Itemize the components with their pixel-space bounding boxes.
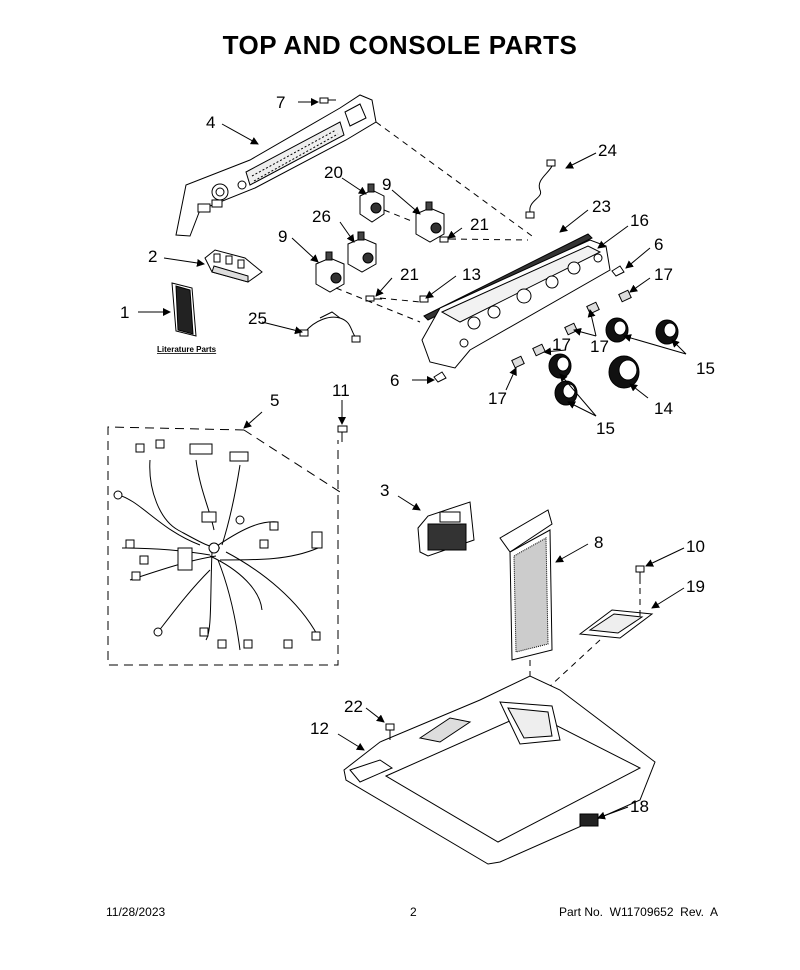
switch-20 bbox=[359, 183, 385, 223]
literature-parts-label: Literature Parts bbox=[157, 345, 217, 354]
callout-23: 23 bbox=[592, 197, 611, 216]
callout-17-mid: 17 bbox=[590, 337, 609, 356]
leader-arrows bbox=[138, 98, 687, 820]
callout-21-upper: 21 bbox=[470, 215, 489, 234]
switch-9-lower bbox=[315, 251, 345, 293]
callout-11: 11 bbox=[332, 381, 350, 400]
main-wire-harness bbox=[107, 426, 341, 666]
callout-13: 13 bbox=[462, 265, 481, 284]
callout-3: 3 bbox=[380, 481, 389, 500]
literature-booklet bbox=[171, 282, 197, 337]
switch-9-upper bbox=[415, 201, 445, 243]
control-board bbox=[417, 501, 475, 557]
callout-24: 24 bbox=[598, 141, 617, 160]
callout-19: 19 bbox=[686, 577, 705, 596]
knob-14 bbox=[608, 355, 640, 389]
callout-6-left: 6 bbox=[390, 371, 399, 390]
footer-part-number: Part No. W11709652 Rev. A bbox=[559, 905, 718, 919]
wire-harness-25 bbox=[299, 311, 361, 343]
callout-17-mid-left: 17 bbox=[552, 335, 571, 354]
alignment-lines bbox=[335, 121, 533, 323]
screw-7 bbox=[319, 97, 336, 104]
clip-13 bbox=[419, 295, 429, 303]
console-back-panel bbox=[175, 94, 377, 237]
callout-14: 14 bbox=[654, 399, 673, 418]
clip-6-right bbox=[611, 265, 625, 277]
clip-6-left bbox=[433, 371, 447, 383]
callout-15-right: 15 bbox=[696, 359, 715, 378]
control-console bbox=[421, 239, 611, 369]
screw-21-lower bbox=[365, 295, 382, 302]
callout-7: 7 bbox=[276, 93, 285, 112]
switch-26 bbox=[347, 231, 377, 273]
knobs-15 bbox=[548, 317, 679, 406]
callout-17-left: 17 bbox=[488, 389, 507, 408]
callout-2: 2 bbox=[148, 247, 157, 266]
callout-4: 4 bbox=[206, 113, 215, 132]
console-bracket bbox=[204, 249, 263, 283]
screw-10 bbox=[635, 565, 645, 584]
wire-harness-24 bbox=[525, 159, 556, 219]
callout-20: 20 bbox=[324, 163, 343, 182]
top-panel bbox=[343, 675, 656, 865]
callout-25: 25 bbox=[248, 309, 267, 328]
callout-15-bottom: 15 bbox=[596, 419, 615, 438]
callout-9-lower: 9 bbox=[278, 227, 287, 246]
screw-22 bbox=[385, 723, 395, 740]
callout-8: 8 bbox=[594, 533, 603, 552]
callout-18: 18 bbox=[630, 797, 649, 816]
callout-labels: 7 4 2 1 25 20 9 26 9 21 21 13 24 23 16 6… bbox=[120, 93, 715, 816]
callout-5: 5 bbox=[270, 391, 279, 410]
screw-11 bbox=[337, 425, 348, 442]
callout-1: 1 bbox=[120, 303, 129, 322]
footer-page-number: 2 bbox=[410, 905, 417, 919]
callout-17-right: 17 bbox=[654, 265, 673, 284]
page-title: TOP AND CONSOLE PARTS bbox=[222, 30, 578, 60]
callout-21-lower: 21 bbox=[400, 265, 419, 284]
lint-filter bbox=[499, 509, 553, 661]
callout-22: 22 bbox=[344, 697, 363, 716]
lint-screen-cover bbox=[578, 609, 654, 639]
callout-6-right: 6 bbox=[654, 235, 663, 254]
callout-16: 16 bbox=[630, 211, 649, 230]
callout-26: 26 bbox=[312, 207, 331, 226]
callout-10: 10 bbox=[686, 537, 705, 556]
footer-date: 11/28/2023 bbox=[106, 905, 166, 919]
callout-9-upper: 9 bbox=[382, 175, 391, 194]
callout-12: 12 bbox=[310, 719, 329, 738]
